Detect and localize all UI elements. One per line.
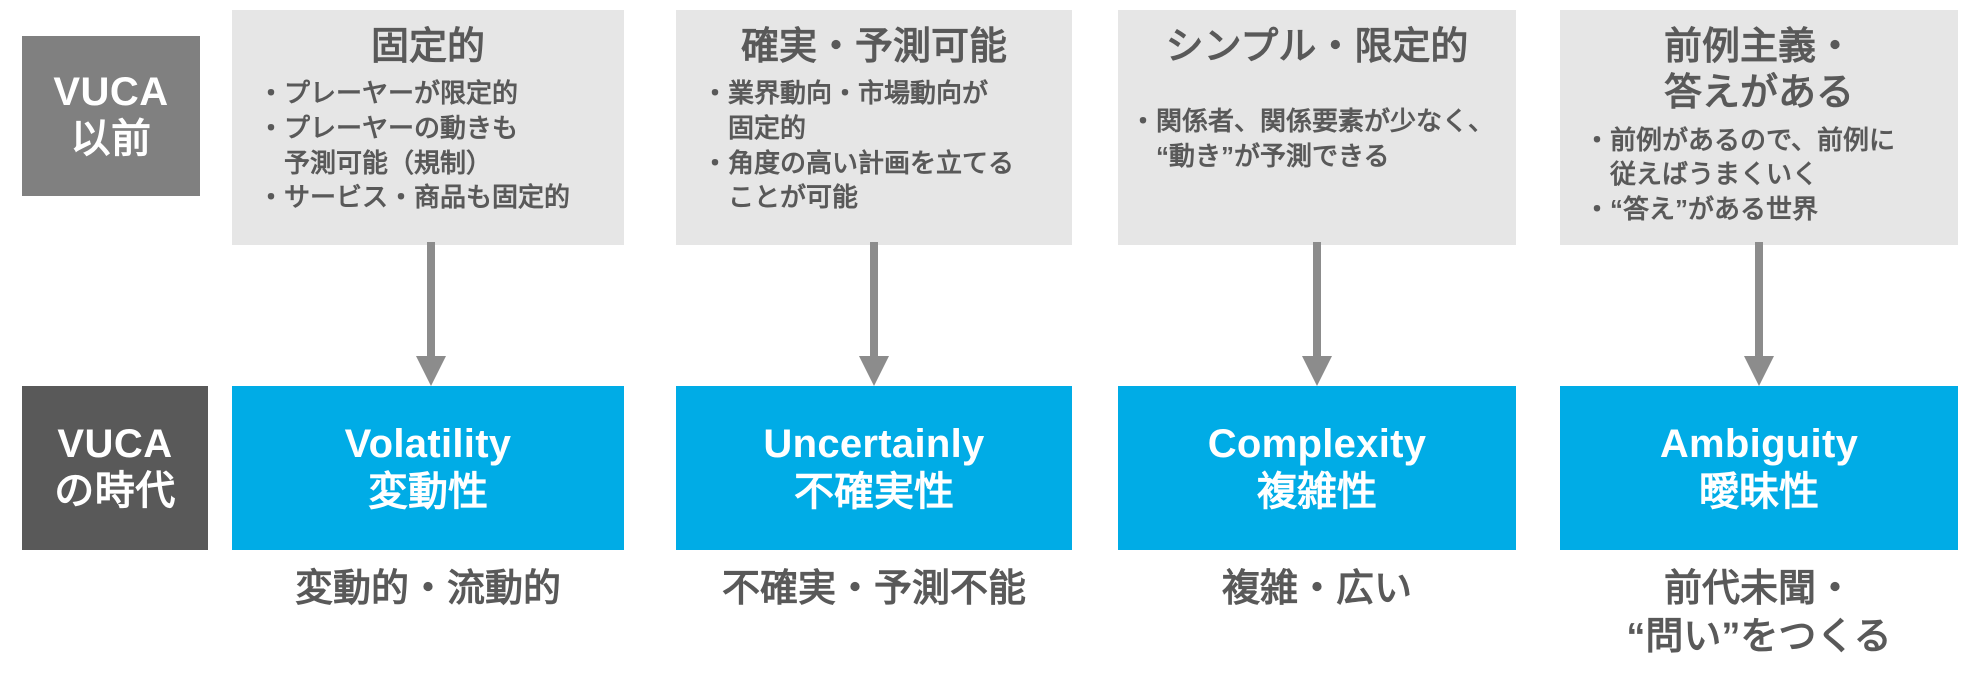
arrow-shaft [1313,242,1321,360]
vuca-term-en: Volatility [344,422,512,466]
vuca-term-ja: 変動性 [368,470,488,514]
era-now-line1: VUCA [57,421,173,466]
era-now-line2: の時代 [54,469,176,513]
vuca-term-en: Ambiguity [1659,422,1859,466]
down-arrow-icon [1302,242,1332,386]
era-label-now: VUCA の時代 [22,386,208,550]
arrow-shaft [427,242,435,360]
before-card-bullets: ・前例があるので、前例に 従えばうまくいく ・“答え”がある世界 [1584,124,1895,224]
down-arrow-icon [416,242,446,386]
caption-complexity: 複雑・広い [1221,568,1412,610]
before-card-title: シンプル・限定的 [1165,26,1469,68]
arrow-head [859,356,889,386]
before-card-bullets: ・関係者、関係要素が少なく、 “動き”が予測できる [1130,106,1495,171]
vuca-term-ja: 複雑性 [1257,470,1377,514]
down-arrow-icon [859,242,889,386]
vuca-box-volatility: Volatility 変動性 [232,386,624,550]
caption-ambiguity: 前代未聞・ “問い”をつくる [1626,568,1892,658]
before-card-bullets: ・業界動向・市場動向が 固定的 ・角度の高い計画を立てる ことが可能 [702,78,1015,213]
vuca-term-en: Complexity [1207,422,1427,466]
before-card-bullets: ・プレーヤーが限定的 ・プレーヤーの動きも 予測可能（規制） ・サービス・商品も… [258,78,571,213]
vuca-term-ja: 不確実性 [794,470,954,514]
before-card-ambiguity: 前例主義・ 答えがある ・前例があるので、前例に 従えばうまくいく ・“答え”が… [1560,10,1958,245]
before-card-volatility: 固定的 ・プレーヤーが限定的 ・プレーヤーの動きも 予測可能（規制） ・サービス… [232,10,624,245]
down-arrow-icon [1744,242,1774,386]
before-card-title: 前例主義・ 答えがある [1663,26,1854,115]
vuca-box-ambiguity: Ambiguity 曖昧性 [1560,386,1958,550]
vuca-term-en: Uncertainly [763,422,985,466]
era-before-line2: 以前 [70,117,152,161]
vuca-box-uncertainty: Uncertainly 不確実性 [676,386,1072,550]
arrow-head [416,356,446,386]
arrow-shaft [870,242,878,360]
before-card-title: 確実・予測可能 [740,26,1007,68]
before-card-uncertainty: 確実・予測可能 ・業界動向・市場動向が 固定的 ・角度の高い計画を立てる ことが… [676,10,1072,245]
arrow-shaft [1755,242,1763,360]
caption-volatility: 変動的・流動的 [294,568,561,610]
era-label-before: VUCA 以前 [22,36,200,196]
vuca-term-ja: 曖昧性 [1699,470,1819,514]
before-card-complexity: シンプル・限定的 ・関係者、関係要素が少なく、 “動き”が予測できる [1118,10,1516,245]
before-card-title: 固定的 [370,26,485,68]
caption-uncertainty: 不確実・予測不能 [721,568,1026,610]
era-before-line1: VUCA [53,69,169,114]
arrow-head [1744,356,1774,386]
arrow-head [1302,356,1332,386]
vuca-box-complexity: Complexity 複雑性 [1118,386,1516,550]
